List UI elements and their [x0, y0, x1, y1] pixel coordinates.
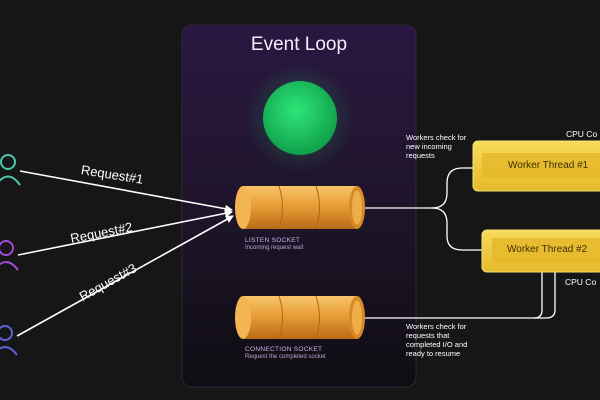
worker-thread-2-label: Worker Thread #2: [507, 244, 588, 255]
status-light-icon: [263, 81, 337, 155]
connection-socket-subtitle: Request the completed socket: [245, 354, 326, 360]
cpu-core-label: CPU Co: [565, 277, 597, 287]
new-requests-note: Workers check for new incoming requests: [406, 133, 467, 160]
connection-socket-title: CONNECTION SOCKET: [245, 346, 323, 353]
user-icon: [0, 240, 19, 271]
listen-connector: [365, 167, 475, 209]
connection-socket-cylinder-icon: [235, 295, 365, 340]
listen-socket-title: LISTEN SOCKET: [245, 237, 301, 244]
worker-thread-1-label: Worker Thread #1: [508, 160, 589, 171]
request-arrow: [17, 209, 233, 256]
cpu-core-label: CPU Co: [566, 129, 598, 139]
request-arrow: [19, 170, 233, 213]
worker-thread-1-box: [472, 140, 600, 192]
panel-title: Event Loop: [250, 34, 348, 55]
worker-thread-2-box: [481, 229, 600, 273]
listen-socket-cylinder-icon: [235, 185, 365, 230]
user-icon: [0, 325, 18, 356]
connection-connector: [534, 270, 556, 319]
listen-connector: [431, 207, 484, 251]
request-arrow: [16, 215, 234, 337]
listen-socket-subtitle: Incoming request wait: [245, 245, 304, 251]
completed-io-note: Workers check for requests that complete…: [406, 322, 468, 358]
user-icon: [0, 154, 21, 186]
